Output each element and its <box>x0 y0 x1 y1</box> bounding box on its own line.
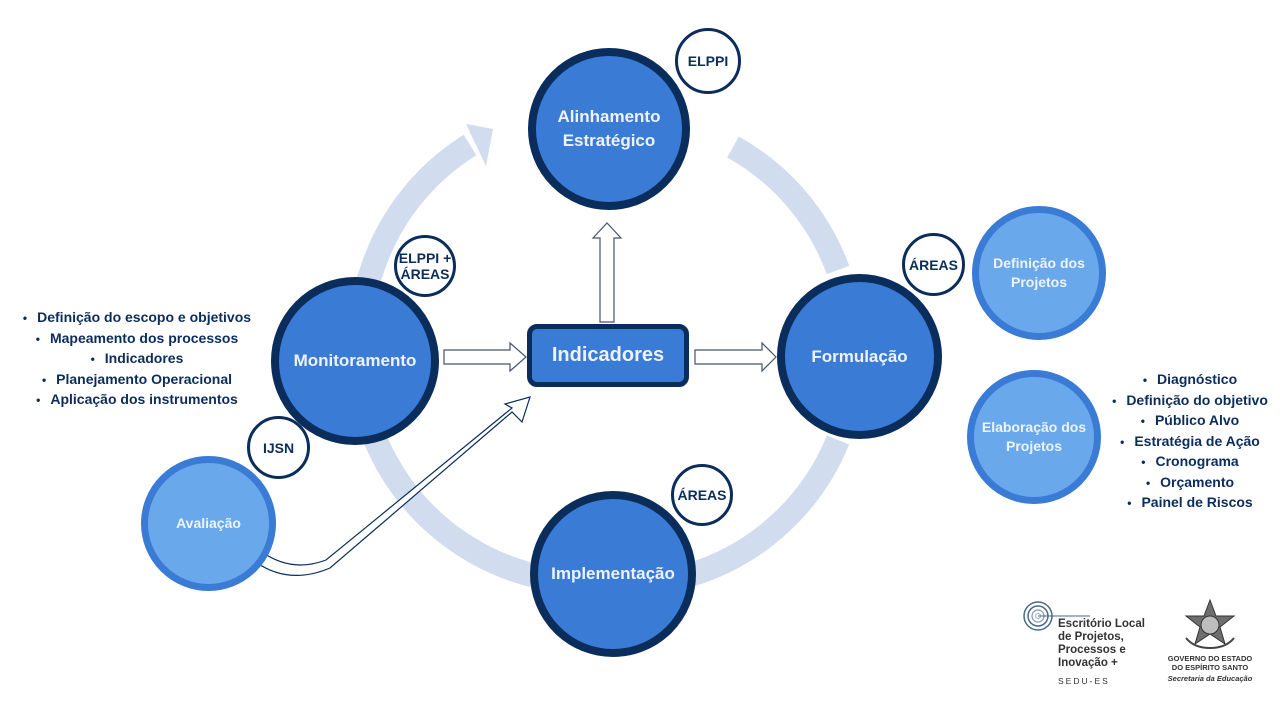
list-item: Indicadores <box>6 349 268 370</box>
node-indicadores[interactable]: Indicadores <box>527 324 689 387</box>
tag-areas-formulacao: ÁREAS <box>902 233 965 296</box>
tag-areas-formulacao-label: ÁREAS <box>908 256 958 273</box>
tag-elppi-areas: ELPPI + ÁREAS <box>394 235 456 297</box>
node-avaliacao[interactable]: Avaliação <box>141 456 276 591</box>
node-implementacao[interactable]: Implementação <box>530 491 696 657</box>
tag-elppi-areas-line1: ELPPI + <box>398 250 452 266</box>
list-item: Painel de Riscos <box>1102 493 1278 514</box>
node-formulacao-label: Formulação <box>811 346 908 366</box>
node-alinhamento-label-line1: Alinhamento <box>557 107 661 126</box>
governo-logo-line1: GOVERNO DO ESTADO <box>1167 654 1253 663</box>
governo-logo-line2: DO ESPÍRITO SANTO <box>1171 663 1249 672</box>
node-definicao-label-line1: Definição dos <box>993 255 1085 271</box>
list-item: Definição do objetivo <box>1102 391 1278 412</box>
node-implementacao-label: Implementação <box>551 564 675 583</box>
list-item: Definição do escopo e objetivos <box>6 308 268 329</box>
list-item: Estratégia de Ação <box>1102 432 1278 453</box>
cycle-ring-arrowhead <box>466 124 493 166</box>
escritorio-logo-sub: SEDU-ES <box>1058 676 1110 686</box>
node-monitoramento[interactable]: Monitoramento <box>271 277 439 445</box>
escritorio-logo-line2: de Projetos, <box>1058 631 1124 643</box>
tag-elppi: ELPPI <box>675 28 741 94</box>
elaboracao-activities-list: Diagnóstico Definição do objetivo Públic… <box>1102 370 1278 514</box>
cycle-ring-arc-bottom-right <box>686 435 850 587</box>
node-alinhamento-label-line2: Estratégico <box>562 131 656 150</box>
tag-elppi-label: ELPPI <box>687 53 729 69</box>
node-alinhamento-estrategico[interactable]: Alinhamento Estratégico <box>528 48 690 210</box>
arrow-indicadores-to-alinhamento <box>591 222 623 323</box>
tag-areas-implementacao-label: ÁREAS <box>677 487 727 503</box>
list-item: Diagnóstico <box>1102 370 1278 391</box>
list-item: Público Alvo <box>1102 411 1278 432</box>
node-elaboracao-projetos[interactable]: Elaboração dos Projetos <box>967 370 1101 504</box>
list-item: Aplicação dos instrumentos <box>6 390 268 411</box>
node-definicao-projetos[interactable]: Definição dos Projetos <box>972 206 1106 340</box>
monitoramento-activities-list: Definição do escopo e objetivos Mapeamen… <box>6 308 268 411</box>
tag-elppi-areas-line2: ÁREAS <box>400 266 450 282</box>
tag-areas-implementacao: ÁREAS <box>671 464 733 526</box>
escritorio-logo: Escritório Local de Projetos, Processos … <box>1022 600 1162 690</box>
arrow-monitoramento-to-indicadores <box>443 341 527 373</box>
governo-logo-line3: Secretaria da Educação <box>1167 674 1253 683</box>
node-formulacao[interactable]: Formulação <box>777 274 942 439</box>
node-indicadores-label: Indicadores <box>551 344 665 366</box>
list-item: Orçamento <box>1102 473 1278 494</box>
list-item: Planejamento Operacional <box>6 370 268 391</box>
cycle-ring-arc-right <box>727 136 850 275</box>
node-monitoramento-label: Monitoramento <box>293 351 417 370</box>
escritorio-logo-line4: Inovação + <box>1058 657 1118 669</box>
tag-ijsn: IJSN <box>247 416 310 479</box>
escritorio-logo-line1: Escritório Local <box>1058 618 1145 630</box>
arrow-avaliacao-to-indicadores <box>256 396 531 577</box>
target-icon <box>1023 601 1090 631</box>
escritorio-logo-line3: Processos e <box>1058 644 1126 656</box>
governo-logo: GOVERNO DO ESTADO DO ESPÍRITO SANTO Secr… <box>1160 598 1260 690</box>
arrow-indicadores-to-formulacao <box>694 341 777 373</box>
list-item: Cronograma <box>1102 452 1278 473</box>
node-elaboracao-label-line1: Elaboração dos <box>981 419 1087 435</box>
state-coat-of-arms-icon <box>1184 598 1236 650</box>
node-elaboracao-label-line2: Projetos <box>1005 438 1062 454</box>
tag-ijsn-label: IJSN <box>262 439 295 456</box>
list-item: Mapeamento dos processos <box>6 329 268 350</box>
node-definicao-label-line2: Projetos <box>1010 274 1067 290</box>
node-avaliacao-label: Avaliação <box>176 515 241 531</box>
